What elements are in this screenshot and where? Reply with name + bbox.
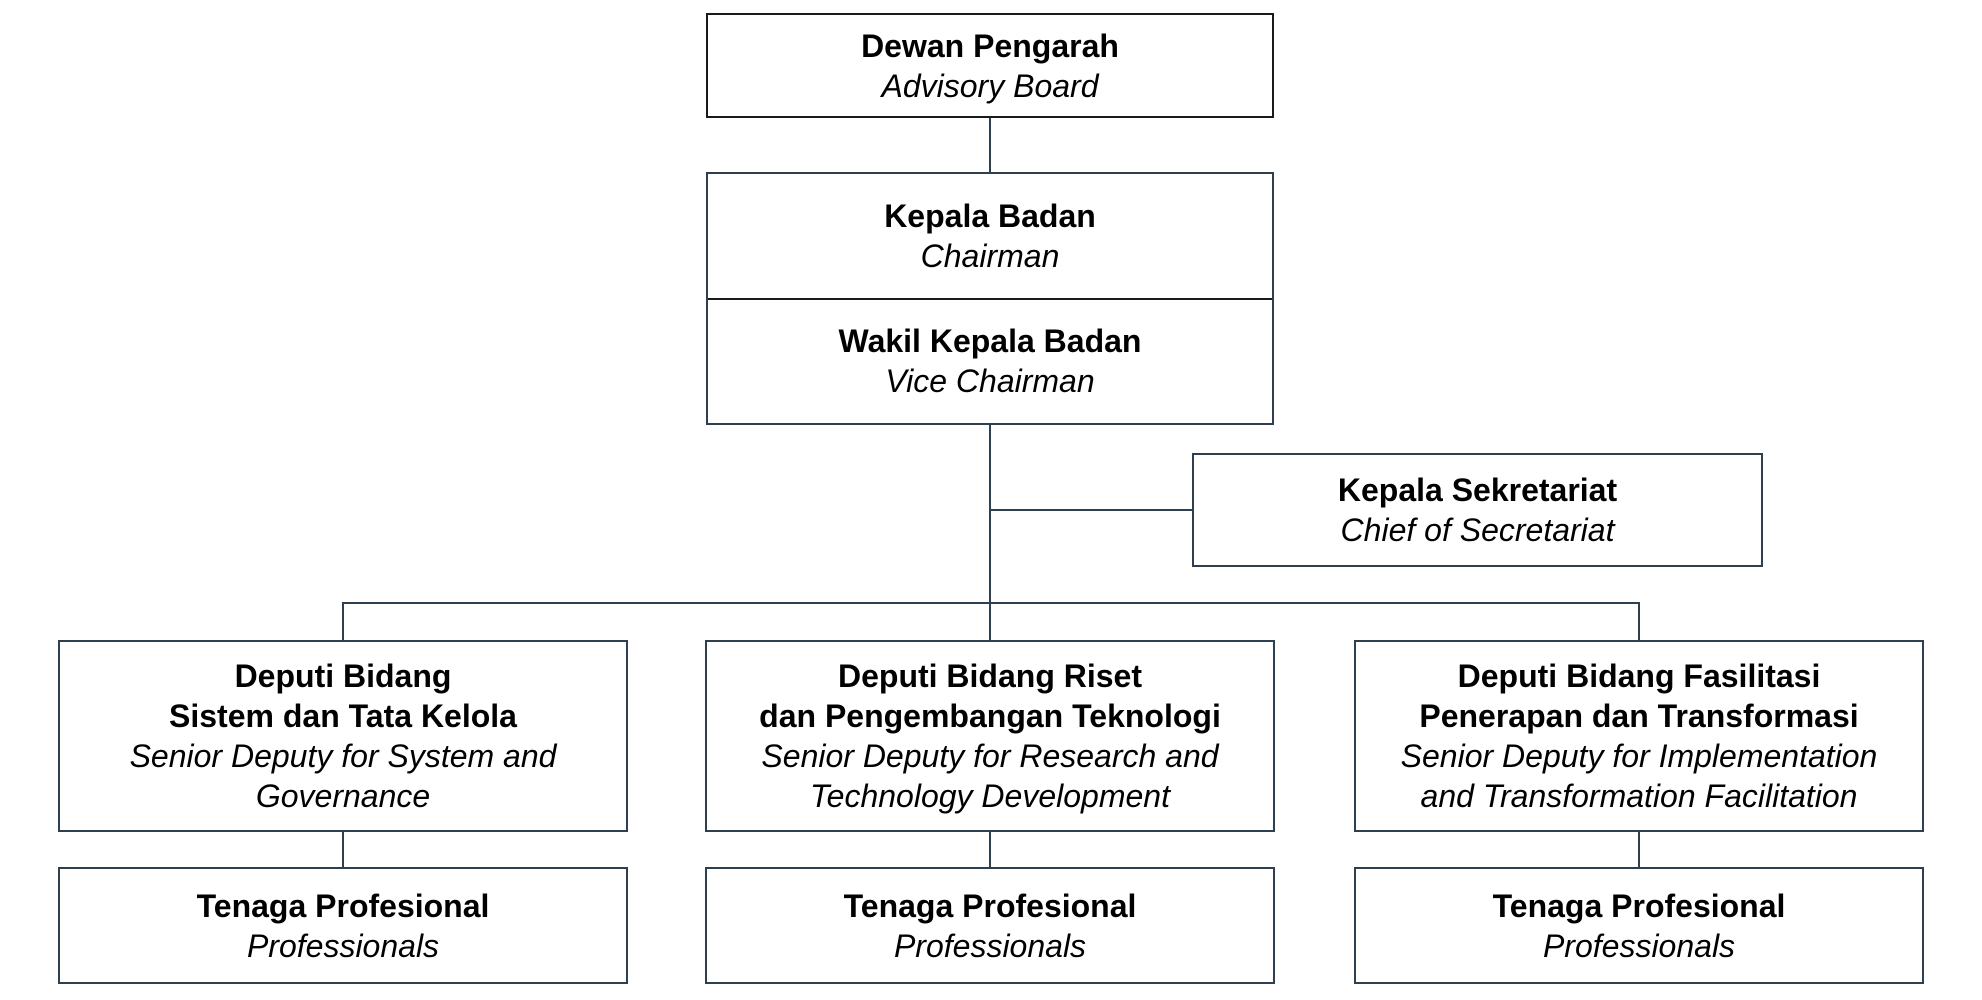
- node-subtitle: Professionals: [246, 927, 440, 964]
- node-professionals-facilitation: Tenaga Profesional Professionals: [1354, 867, 1924, 984]
- node-subtitle-line: Senior Deputy for Implementation: [1400, 738, 1878, 774]
- connector-deputy-facilitation-to-professionals: [1638, 832, 1640, 867]
- node-subtitle-line: Senior Deputy for Research and: [761, 738, 1219, 774]
- connector-drop-deputy-system: [342, 602, 344, 640]
- node-subtitle: Chief of Secretariat: [1340, 512, 1615, 548]
- node-title: Kepala Badan: [884, 197, 1096, 234]
- node-deputy-implementation-transformation: Deputi Bidang Fasilitasi Penerapan dan T…: [1354, 640, 1924, 832]
- node-professionals-research: Tenaga Profesional Professionals: [705, 867, 1275, 984]
- node-subtitle-line: Governance: [255, 778, 431, 814]
- connector-advisory-to-leadership: [989, 118, 991, 172]
- node-subtitle: Professionals: [1542, 927, 1736, 964]
- node-deputy-system-governance: Deputi Bidang Sistem dan Tata Kelola Sen…: [58, 640, 628, 832]
- node-title-line: Sistem dan Tata Kelola: [169, 698, 517, 734]
- node-title-line: Deputi Bidang: [234, 658, 452, 694]
- node-title: Kepala Sekretariat: [1337, 472, 1618, 508]
- node-subtitle: Advisory Board: [881, 67, 1099, 104]
- connector-distribution-line: [342, 602, 1640, 604]
- node-subtitle-line: Technology Development: [810, 778, 1170, 814]
- node-deputy-research-technology: Deputi Bidang Riset dan Pengembangan Tek…: [705, 640, 1275, 832]
- connector-drop-deputy-facilitation: [1638, 602, 1640, 640]
- node-subtitle-line: and Transformation Facilitation: [1420, 778, 1858, 814]
- node-title-line: Penerapan dan Transformasi: [1419, 698, 1859, 734]
- node-title-line: Deputi Bidang Fasilitasi: [1457, 658, 1821, 694]
- node-title: Wakil Kepala Badan: [838, 323, 1142, 360]
- node-subtitle: Chairman: [920, 237, 1060, 274]
- connector-leadership-to-distribution: [989, 425, 991, 602]
- connector-deputy-system-to-professionals: [342, 832, 344, 867]
- node-secretariat: Kepala Sekretariat Chief of Secretariat: [1192, 453, 1763, 567]
- connector-deputy-research-to-professionals: [989, 832, 991, 867]
- connector-branch-to-secretariat: [990, 509, 1192, 511]
- node-title: Tenaga Profesional: [196, 887, 490, 924]
- connector-drop-deputy-research: [989, 602, 991, 640]
- node-advisory-board: Dewan Pengarah Advisory Board: [706, 13, 1274, 118]
- node-subtitle: Vice Chairman: [885, 363, 1095, 400]
- node-title-line: dan Pengembangan Teknologi: [759, 698, 1221, 734]
- node-title: Tenaga Profesional: [843, 887, 1137, 924]
- node-title: Tenaga Profesional: [1492, 887, 1786, 924]
- node-subtitle: Professionals: [893, 927, 1087, 964]
- node-title-line: Deputi Bidang Riset: [837, 658, 1142, 694]
- node-subtitle-line: Senior Deputy for System and: [129, 738, 557, 774]
- node-vice-chairman: Wakil Kepala Badan Vice Chairman: [708, 297, 1272, 424]
- node-leadership: Kepala Badan Chairman Wakil Kepala Badan…: [706, 172, 1274, 425]
- node-chairman: Kepala Badan Chairman: [708, 174, 1272, 298]
- node-professionals-system: Tenaga Profesional Professionals: [58, 867, 628, 984]
- node-title: Dewan Pengarah: [861, 27, 1119, 64]
